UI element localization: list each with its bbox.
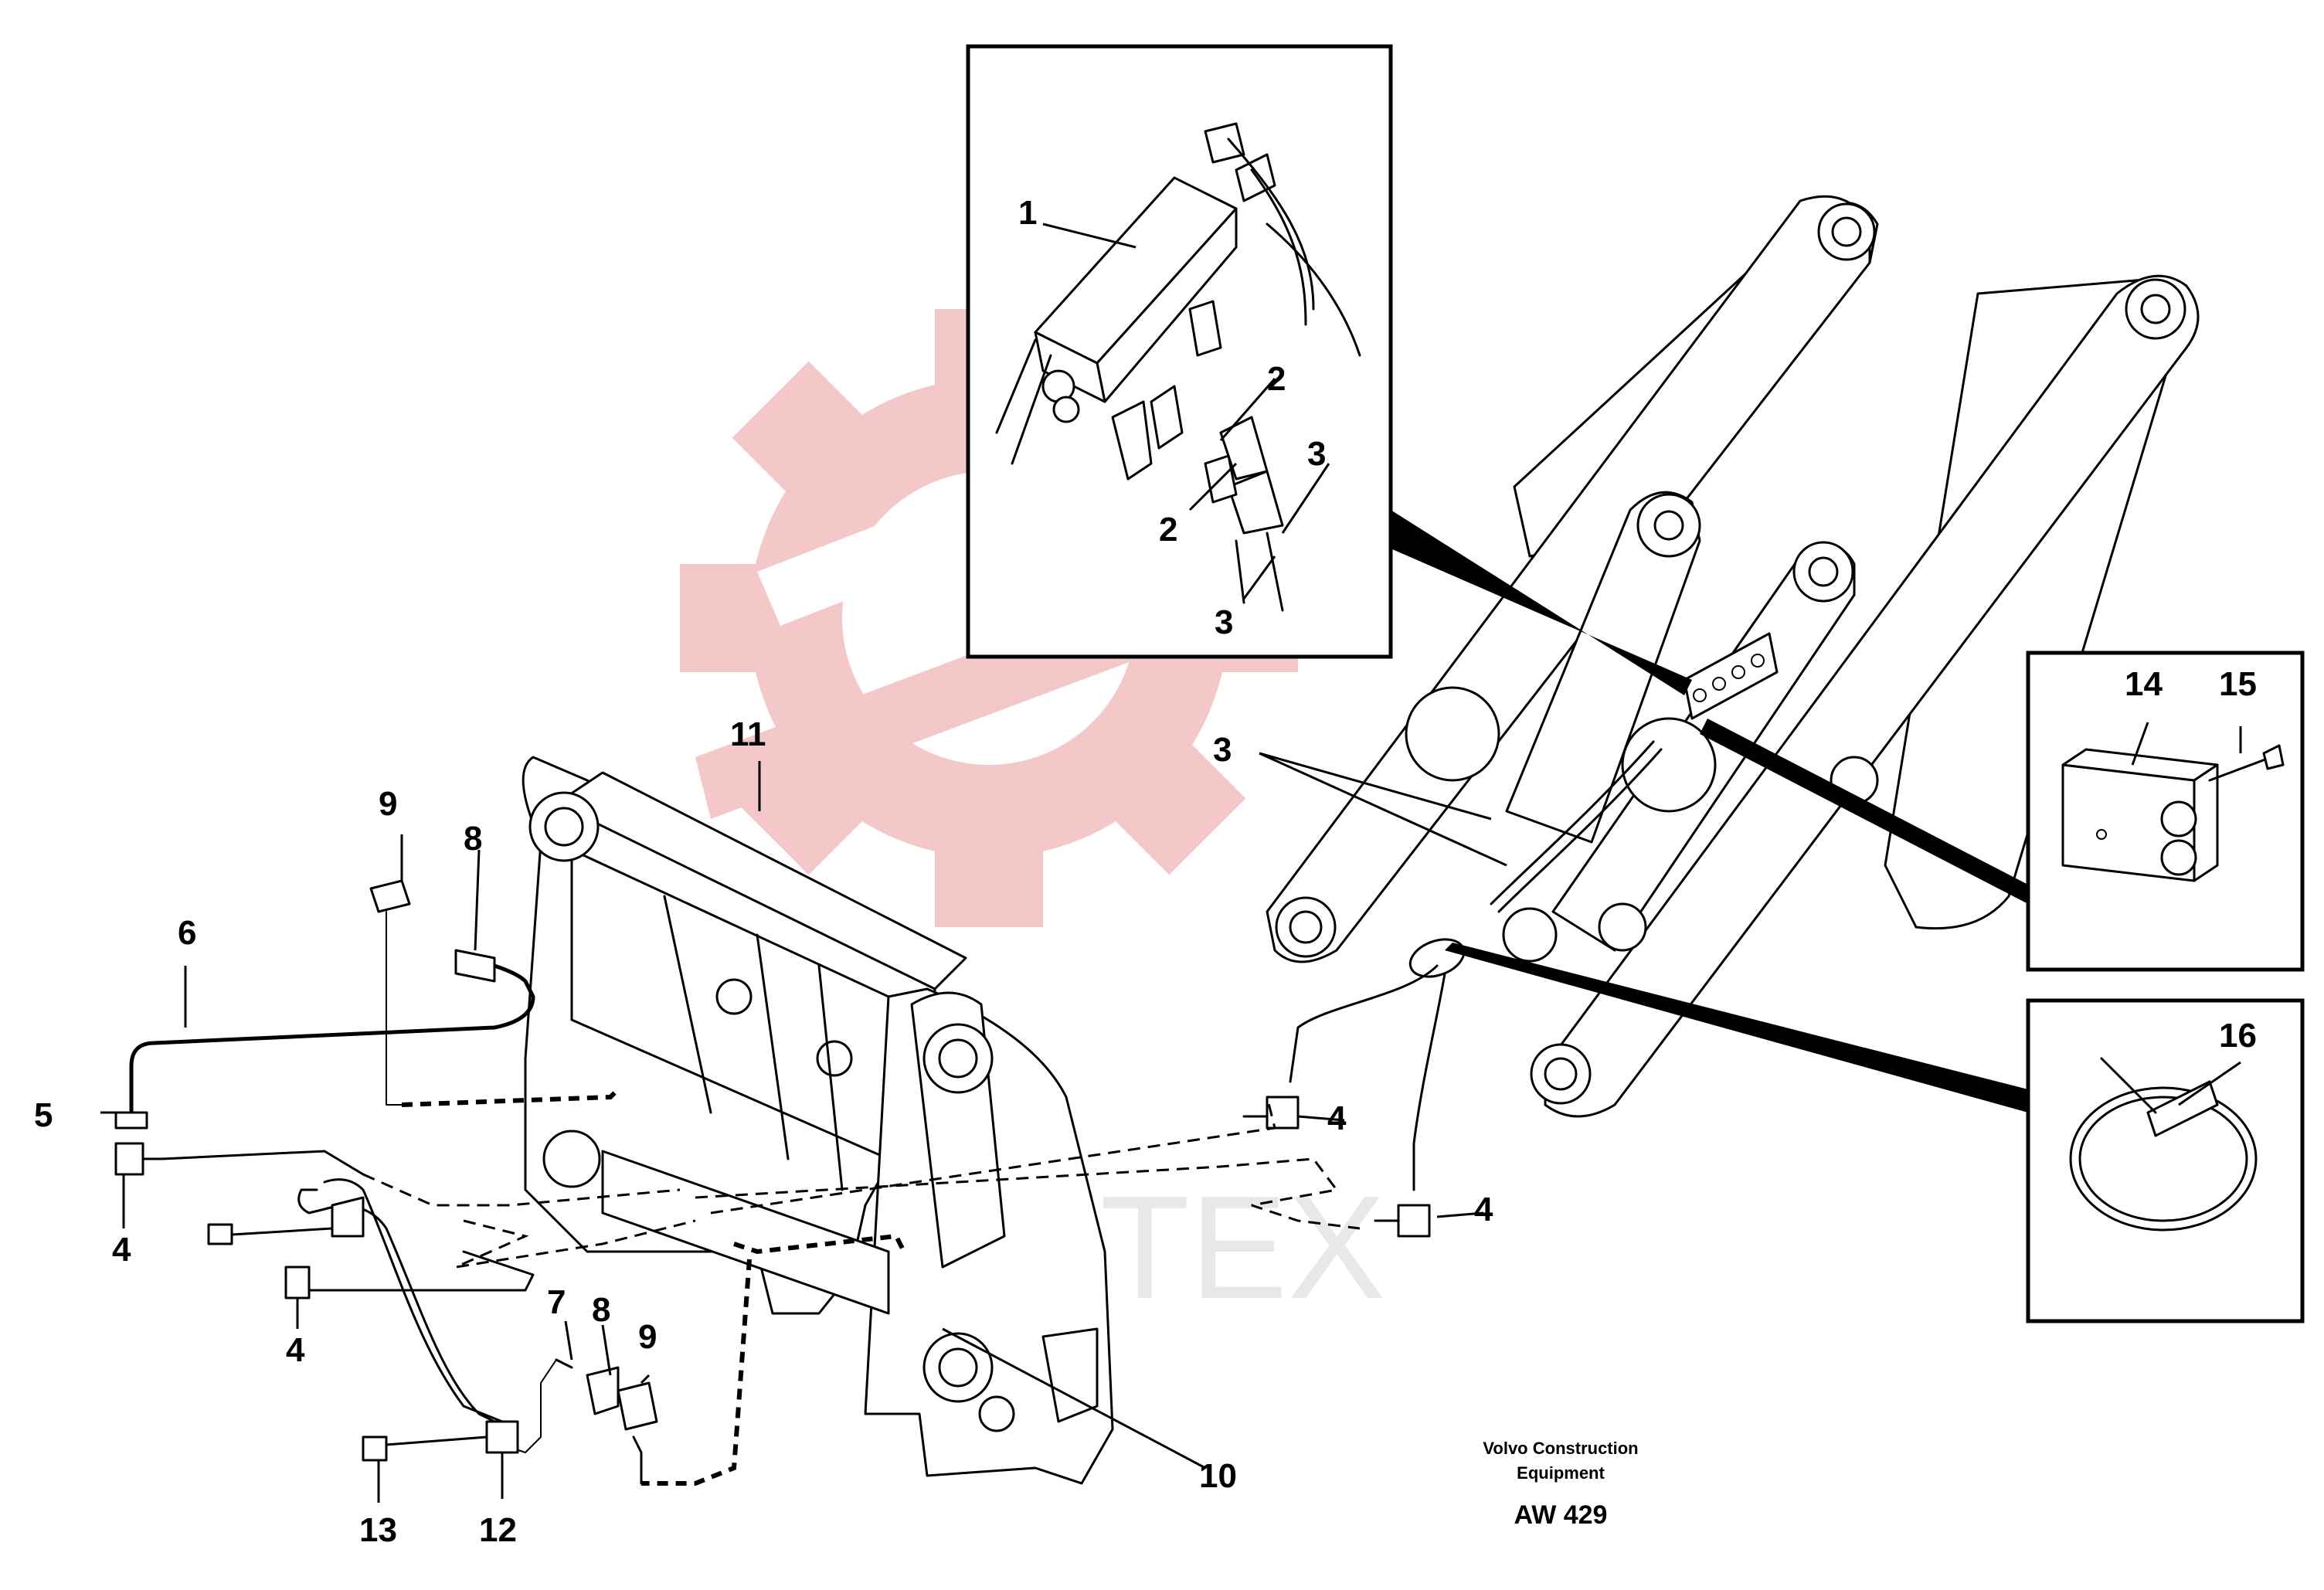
callout-6: 6 bbox=[178, 914, 196, 952]
callout-8-upper: 8 bbox=[464, 820, 482, 858]
detail-clamp-block-box bbox=[2026, 651, 2305, 972]
callout-4-left-lower: 4 bbox=[286, 1331, 305, 1369]
pipes-left bbox=[114, 879, 1361, 1486]
callout-12: 12 bbox=[479, 1511, 517, 1549]
callout-3-lower: 3 bbox=[1215, 603, 1233, 641]
callouts: 1 2 2 3 3 3 4 4 4 4 5 6 7 8 8 9 9 10 11 … bbox=[34, 194, 2257, 1549]
callout-7: 7 bbox=[547, 1283, 566, 1321]
callout-2-upper: 2 bbox=[1267, 360, 1286, 398]
callout-1: 1 bbox=[1018, 194, 1037, 232]
callout-8-lower: 8 bbox=[592, 1291, 610, 1329]
callout-16: 16 bbox=[2219, 1017, 2257, 1055]
callout-2-lower: 2 bbox=[1159, 511, 1177, 549]
tool-bracket bbox=[522, 756, 1114, 1485]
detail-valve-box bbox=[966, 44, 1393, 659]
callout-5: 5 bbox=[34, 1096, 53, 1134]
callout-9-lower: 9 bbox=[638, 1318, 657, 1356]
callout-15: 15 bbox=[2219, 665, 2257, 703]
caption-code: AW 429 bbox=[1514, 1500, 1608, 1530]
detail-cable-tie-box bbox=[2026, 998, 2305, 1323]
caption-line-1: Volvo Construction bbox=[1483, 1439, 1638, 1458]
callout-4-arm-upper: 4 bbox=[1327, 1099, 1347, 1137]
callout-3-arm: 3 bbox=[1213, 731, 1232, 769]
loader-arms bbox=[1242, 195, 2200, 1238]
callout-11: 11 bbox=[730, 715, 766, 753]
callout-9-upper: 9 bbox=[379, 785, 397, 823]
leader-lines bbox=[100, 223, 2242, 1503]
caption: Volvo Construction Equipment AW 429 bbox=[1483, 1439, 1638, 1530]
detail-pointers bbox=[1391, 510, 2028, 1113]
caption-line-2: Equipment bbox=[1517, 1463, 1605, 1483]
callout-4-left-upper: 4 bbox=[112, 1231, 131, 1269]
callout-10: 10 bbox=[1199, 1457, 1237, 1495]
callout-3-upper: 3 bbox=[1307, 435, 1326, 473]
callout-4-arm-lower: 4 bbox=[1474, 1191, 1493, 1228]
callout-14: 14 bbox=[2125, 665, 2163, 703]
callout-13: 13 bbox=[359, 1511, 397, 1549]
